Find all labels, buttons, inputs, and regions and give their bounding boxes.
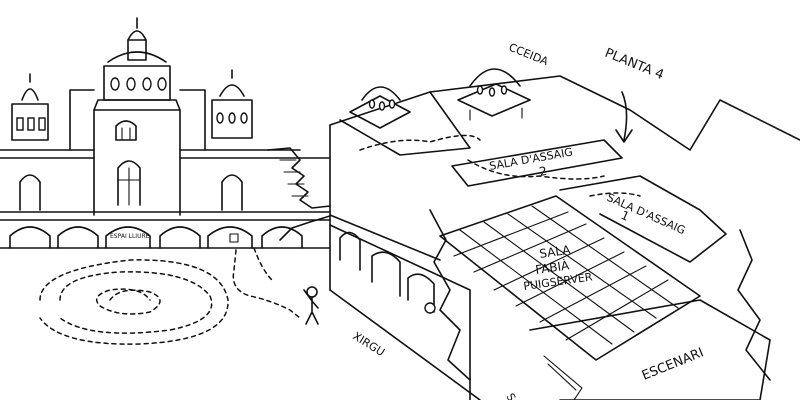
auditorium-block bbox=[329, 68, 800, 400]
label-sala-assaig-1-num: 1 bbox=[619, 208, 632, 224]
label-espai-lliure: ESPAI LLIURE bbox=[110, 233, 150, 240]
palace-building bbox=[0, 17, 331, 249]
person-figure bbox=[303, 286, 319, 325]
label-sala-fabia-2: FABIÀ bbox=[534, 257, 571, 277]
staircase bbox=[267, 147, 331, 241]
label-escenari: ESCENARI bbox=[640, 345, 706, 383]
label-xirgu: XIRGU bbox=[350, 330, 387, 360]
label-sala-assaig-2-num: 2 bbox=[538, 164, 548, 179]
walking-routes bbox=[39, 134, 641, 345]
planta-arrow bbox=[615, 91, 633, 143]
label-sala-fabia-1: SALA bbox=[538, 243, 572, 261]
label-sala-assaig-1: SALA D'ASSAIG bbox=[605, 191, 688, 237]
label-cceida: CCEIDA bbox=[507, 41, 551, 69]
label-planta: PLANTA 4 bbox=[603, 46, 666, 83]
label-sala-partial: SAL bbox=[503, 391, 525, 400]
